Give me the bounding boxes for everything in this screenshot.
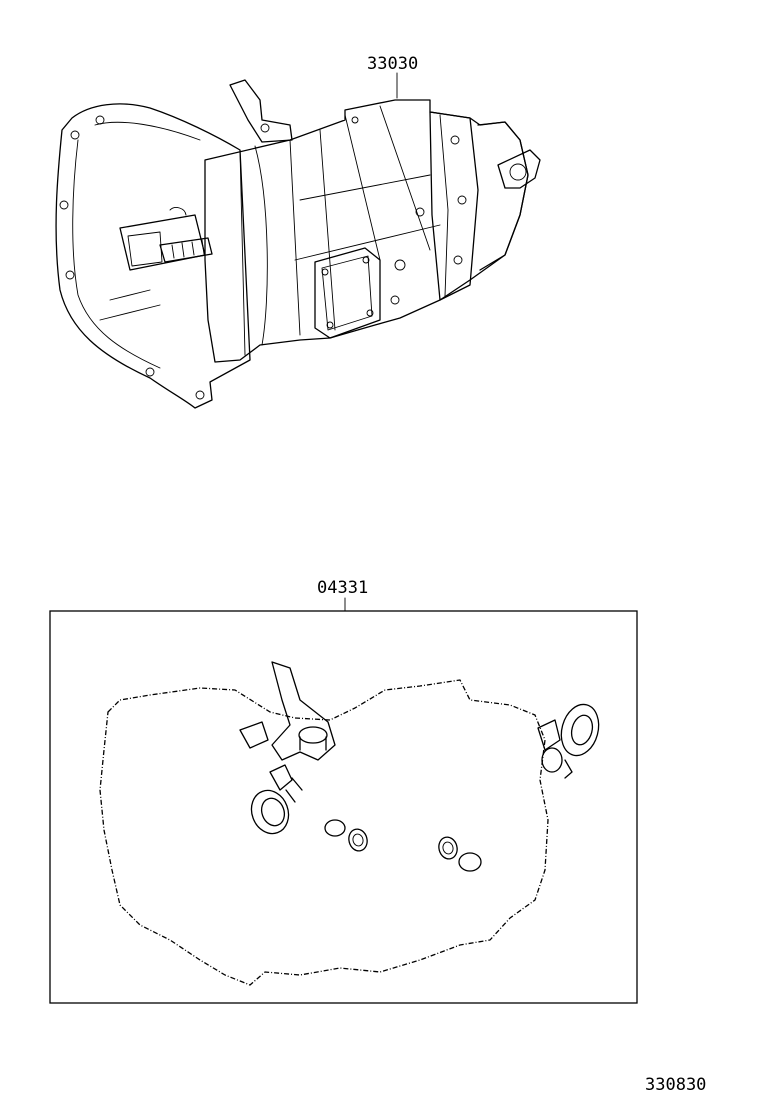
gasket-kit-box: [49, 597, 638, 1004]
gasket-kit-illustration[interactable]: [99, 661, 604, 986]
diagram-code: 330830: [645, 1075, 706, 1095]
part-number-33030: 33030: [367, 54, 418, 74]
part-number-04331: 04331: [317, 578, 368, 598]
transmission-assembly-illustration[interactable]: [55, 72, 541, 409]
